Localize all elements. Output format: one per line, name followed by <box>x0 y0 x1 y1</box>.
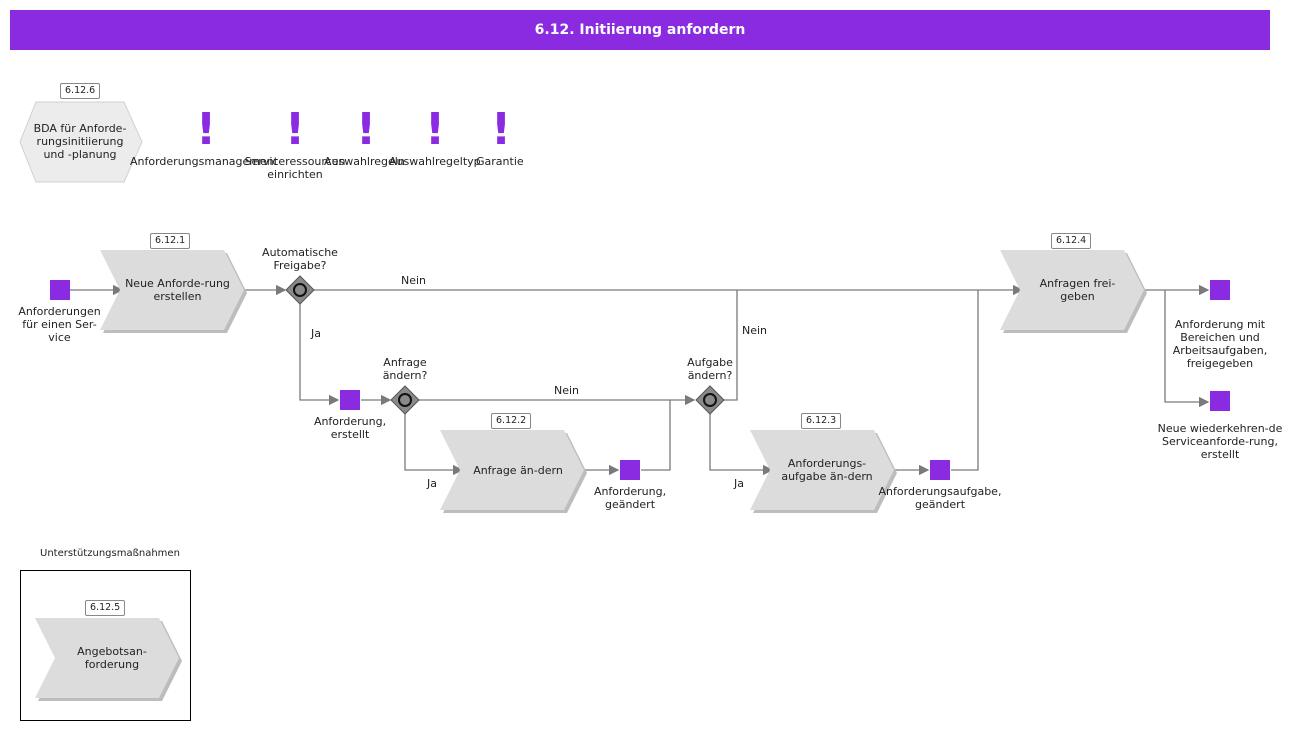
function-label: Neue Anforde-rung erstellen <box>125 277 230 303</box>
reference-label: Auswahlregeltyp <box>389 155 481 168</box>
event-geaendert-square[interactable] <box>620 460 640 480</box>
edge-label: Ja <box>427 477 437 490</box>
function-label: Anfragen frei-geben <box>1039 277 1116 303</box>
function-id-badge: 6.12.5 <box>85 600 126 616</box>
gateway-auto-freigabe-diamond[interactable] <box>285 275 315 305</box>
gateway-label: Anfrage ändern? <box>382 356 428 382</box>
event-label: Neue wiederkehren-de Serviceanforde-rung… <box>1157 422 1283 461</box>
gateway-shapes <box>285 275 725 415</box>
page-title: 6.12. Initiierung anfordern <box>10 10 1270 50</box>
exclamation-icon[interactable]: ! <box>491 104 512 155</box>
event-label: Anforderungen für einen Ser-vice <box>18 305 101 344</box>
edge-label: Nein <box>742 324 768 337</box>
reference-label: Garantie <box>476 155 524 168</box>
scenario-shape[interactable] <box>19 101 143 183</box>
reference-label: Auswahlregeln <box>324 155 405 168</box>
function-aufgabe-aendern-shape[interactable] <box>750 430 894 510</box>
gateway-anfrage-aendern-diamond[interactable] <box>390 385 420 415</box>
scenario-id-badge: 6.12.6 <box>60 83 101 99</box>
function-id-badge: 6.12.2 <box>491 413 532 429</box>
gateway-label: Automatische Freigabe? <box>262 246 338 272</box>
function-label: Anfrage än-dern <box>473 463 563 477</box>
edge-label: Ja <box>734 477 744 490</box>
function-anfrage-aendern-shape[interactable] <box>440 430 584 510</box>
function-shapes <box>35 250 1147 701</box>
edge-label: Ja <box>311 327 321 340</box>
edge-label: Nein <box>401 274 427 287</box>
event-shapes <box>50 280 1230 480</box>
event-label: Anforderung, erstellt <box>313 415 387 441</box>
exclamation-icon[interactable]: ! <box>356 104 377 155</box>
reference-label: Anforderungsmanagement <box>130 155 279 168</box>
reference-label: Serviceressourcen einrichten <box>244 155 346 181</box>
function-id-badge: 6.12.3 <box>801 413 842 429</box>
exclamation-icon[interactable]: ! <box>285 104 306 155</box>
function-label: Angebotsan-forderung <box>77 645 147 671</box>
gateway-label: Aufgabe ändern? <box>687 356 733 382</box>
event-label: Anforderung mit Bereichen und Arbeitsauf… <box>1172 318 1268 370</box>
edge-label: Nein <box>554 384 580 397</box>
gateway-aufgabe-aendern-diamond[interactable] <box>695 385 725 415</box>
function-id-badge: 6.12.4 <box>1051 233 1092 249</box>
event-freigegeben-square[interactable] <box>1210 280 1230 300</box>
function-neue-anforderung-shape[interactable] <box>100 250 244 330</box>
exclamation-icon[interactable]: ! <box>425 104 446 155</box>
event-start-square[interactable] <box>50 280 70 300</box>
function-angebot-shape[interactable] <box>35 618 179 698</box>
scenario-label: BDA für Anforde-rungsinitiierung und -pl… <box>33 121 127 161</box>
function-label: Anforderungs-aufgabe än-dern <box>781 457 873 483</box>
event-label: Anforderungsaufgabe, geändert <box>878 485 1002 511</box>
event-erstellt-square[interactable] <box>340 390 360 410</box>
event-aufgabe-geaendert-square[interactable] <box>930 460 950 480</box>
connectors <box>70 284 1210 476</box>
event-wiederkehrend-square[interactable] <box>1210 391 1230 411</box>
exclamation-icon[interactable]: ! <box>196 104 217 155</box>
function-id-badge: 6.12.1 <box>150 233 191 249</box>
support-box <box>20 570 191 721</box>
event-label: Anforderung, geändert <box>593 485 667 511</box>
function-anfragen-freigeben-shape[interactable] <box>1000 250 1144 330</box>
support-title: Unterstützungsmaßnahmen <box>40 548 180 559</box>
